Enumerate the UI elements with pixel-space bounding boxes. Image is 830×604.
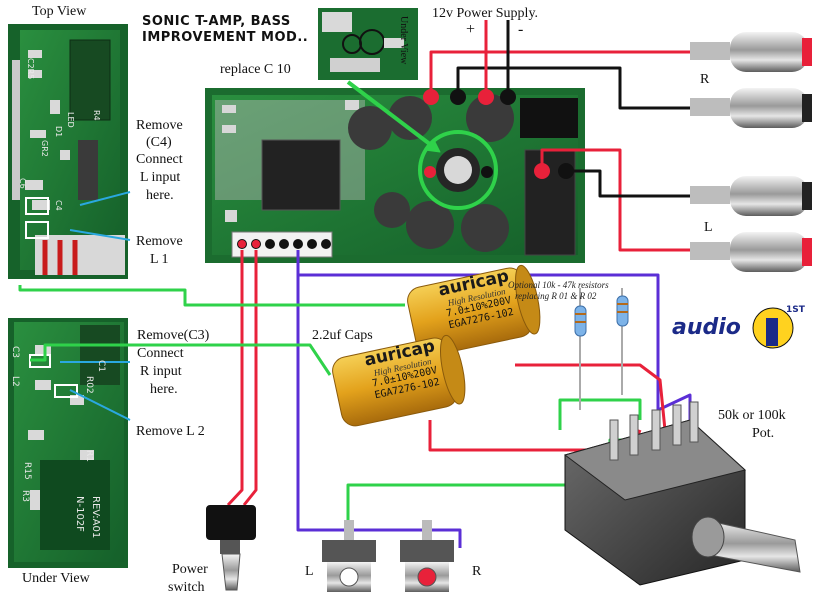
output-r-label: R: [700, 72, 710, 87]
silk-under-8: REV:A01: [90, 496, 101, 539]
replace-c10-label: replace C 10: [220, 62, 291, 77]
under-view-inset: [318, 8, 418, 80]
silk-top-4: LED: [66, 112, 75, 128]
caps-label: 2.2uf Caps: [312, 328, 373, 343]
remove-l1-label-2: L 1: [150, 252, 169, 267]
speaker-binding-posts: [690, 32, 812, 272]
remove-l2-label: Remove L 2: [136, 424, 205, 439]
connect-r-label-2: R input: [140, 364, 182, 379]
silk-under-5: R1: [84, 450, 94, 462]
connect-r-label-1: Connect: [137, 346, 184, 361]
pot-label-1: 50k or 100k: [718, 408, 786, 423]
logo-text: audio: [672, 315, 741, 340]
auricap-capacitor-bottom: [332, 334, 466, 427]
rca-input-jacks: [322, 520, 454, 592]
silk-top-5: C6: [18, 178, 27, 189]
power-switch-label-2: switch: [168, 580, 205, 595]
top-view-pcb: [8, 24, 128, 279]
silk-top-1: R4: [92, 110, 101, 121]
minus-label: -: [518, 21, 524, 38]
title-line-1: SONIC T-AMP, BASS: [142, 14, 291, 29]
silk-under-1: L2: [10, 376, 20, 387]
input-l-label: L: [305, 564, 314, 579]
input-r-label: R: [472, 564, 482, 579]
optional-resistors: [574, 295, 629, 337]
silk-under-6: R15: [22, 462, 32, 480]
logo-superscript: 1ST: [786, 305, 805, 315]
top-view-label: Top View: [32, 4, 87, 19]
under-view-label: Under View: [22, 571, 90, 586]
remove-c4-label-2: (C4): [146, 135, 172, 150]
under-view-pcb: [8, 318, 128, 568]
wiring: [18, 20, 692, 548]
silk-top-3: D1: [54, 126, 63, 138]
connect-r-label-3: here.: [150, 382, 178, 397]
power-supply-label: 12v Power Supply.: [432, 6, 539, 21]
potentiometer: [563, 401, 801, 586]
connect-l-label-3: here.: [146, 188, 174, 203]
t-amp-board: [205, 88, 585, 263]
optional-resistors-label-2: replacing R 01 & R 02: [515, 291, 597, 301]
connect-l-label-2: L input: [140, 170, 181, 185]
silk-under-7: N-102F: [74, 496, 85, 532]
auricap-capacitor-top: [407, 264, 541, 357]
silk-under-4: R3: [20, 490, 30, 502]
remove-l1-label: Remove: [136, 234, 183, 249]
pot-label-2: Pot.: [752, 426, 775, 441]
silk-under-2: R02: [84, 376, 94, 394]
under-view-inset-label: Under View: [398, 16, 409, 65]
silk-top-0: C2R5: [26, 58, 35, 80]
silk-top-6: C4: [54, 200, 63, 211]
connect-l-label-1: Connect: [136, 152, 183, 167]
silk-under-0: C3: [10, 346, 20, 359]
power-switch-label-1: Power: [172, 562, 208, 577]
silk-under-3: C1: [96, 360, 106, 373]
optional-resistors-label-1: Optional 10k - 47k resistors: [508, 280, 609, 290]
silk-top-2: GR2: [40, 140, 49, 157]
remove-c3-label: Remove(C3): [137, 328, 210, 343]
audio-1st-logo: [752, 307, 794, 349]
power-switch: [206, 505, 256, 591]
title-line-2: IMPROVEMENT MOD..: [142, 30, 309, 45]
remove-c4-label-1: Remove: [136, 118, 183, 133]
output-l-label: L: [704, 220, 713, 235]
plus-label: +: [466, 21, 476, 38]
